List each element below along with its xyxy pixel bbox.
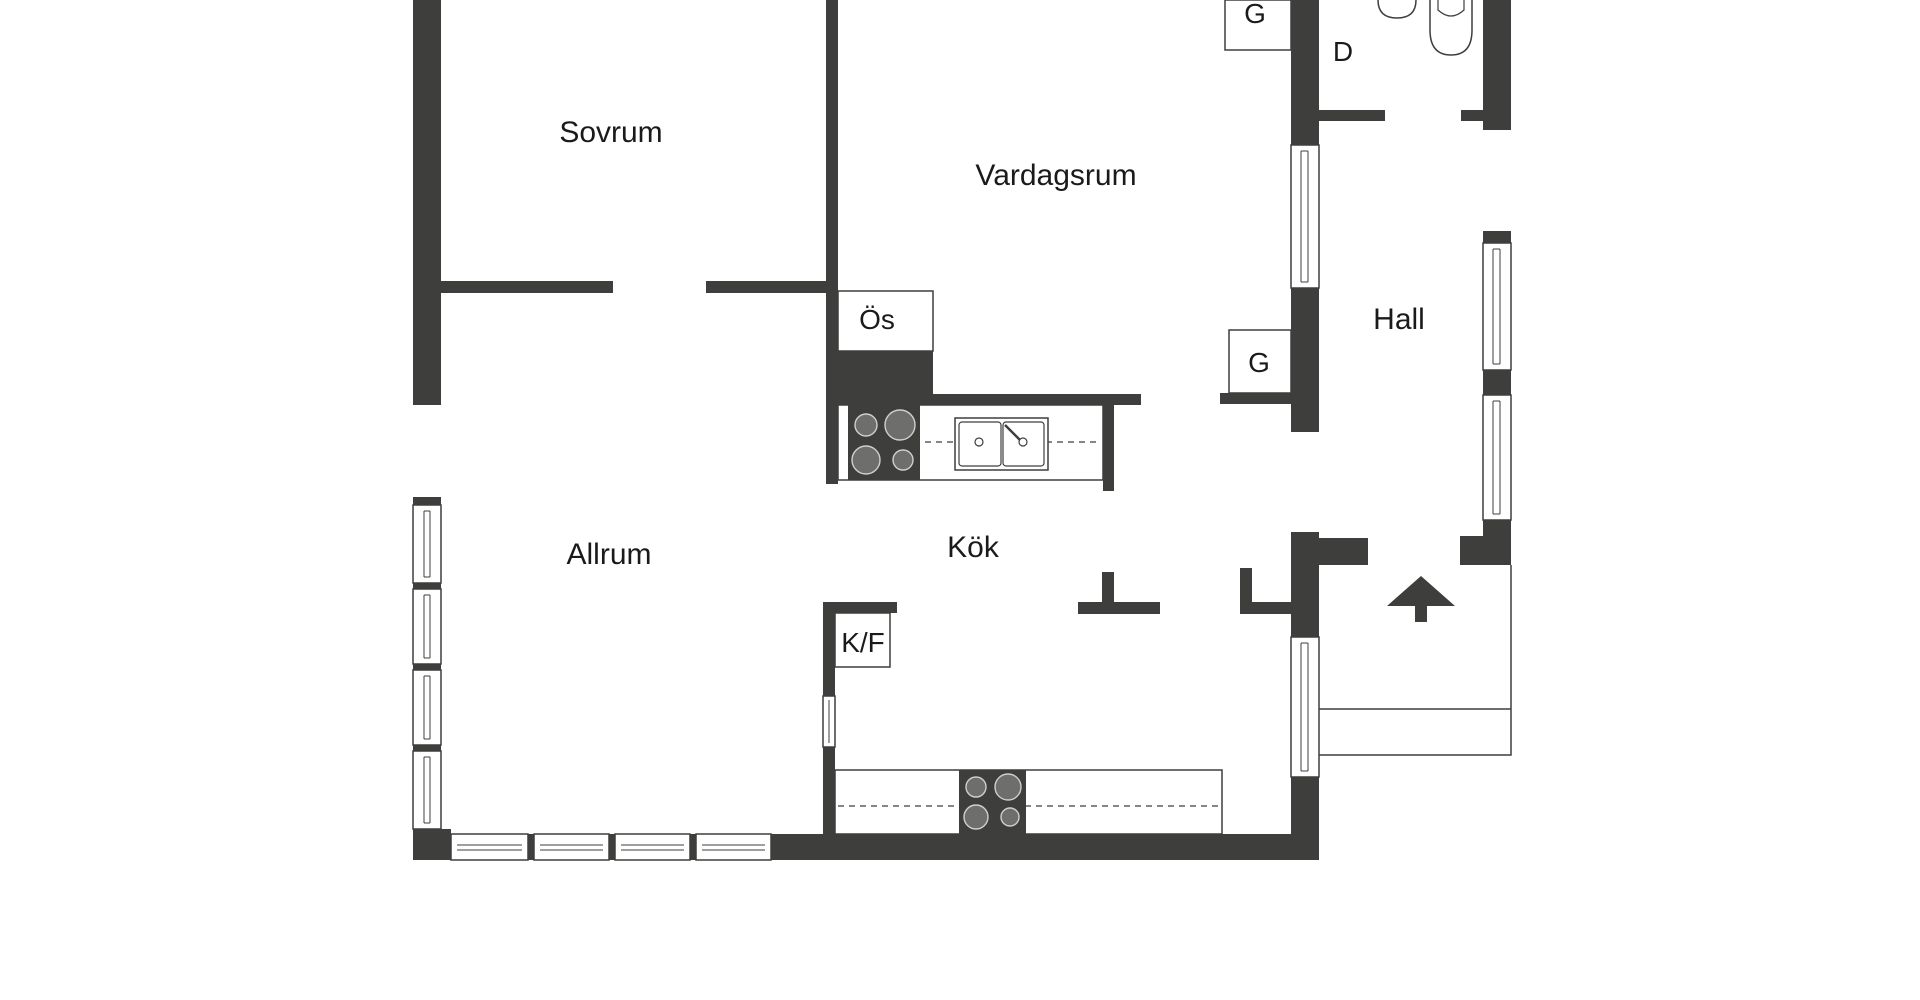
wall-kitchen-stub-v <box>1102 572 1114 614</box>
wall-kf-west-lower <box>823 747 835 859</box>
label-g-wardrobe-top: G <box>1244 0 1266 29</box>
wall-bedroom-east <box>826 0 838 352</box>
wall-kitchen-counter-north <box>826 394 1141 405</box>
wall-kitchen-stub-h <box>1078 602 1160 614</box>
wall-entry-stub-h <box>1240 602 1295 614</box>
wall-corner-southwest <box>413 829 451 860</box>
wall-south <box>771 834 1319 860</box>
window-south-1 <box>450 833 529 861</box>
wall-kitchen-counter-east <box>1103 394 1114 491</box>
wall-bedroom-south-right <box>706 281 828 293</box>
room-label-vardagsrum: Vardagsrum <box>975 159 1136 192</box>
room-label-allrum: Allrum <box>566 538 651 571</box>
window-west-1 <box>412 504 442 584</box>
wall-east-mid <box>1483 370 1511 395</box>
wall-kitchen-counter-west <box>826 394 838 484</box>
window-hall-east-2 <box>1482 394 1512 521</box>
window-kf-west <box>822 695 836 748</box>
label-kf-fridge: K/F <box>841 627 885 658</box>
walls <box>413 0 1511 860</box>
entrance-arrow-icon <box>1387 576 1455 622</box>
room-label-hall: Hall <box>1373 303 1425 336</box>
wall-hall-west <box>1291 288 1319 432</box>
wall-kf-west-upper <box>823 602 835 696</box>
wall-hall-closet-south <box>1220 393 1295 404</box>
wall-bath-west <box>1291 0 1319 145</box>
double-sink-icon <box>954 417 1049 471</box>
porch-outline <box>1319 565 1512 756</box>
stove-icon <box>959 770 1026 834</box>
shaft-box <box>837 290 934 352</box>
wall-kf-north <box>823 602 897 613</box>
toilet-icon <box>1429 0 1473 56</box>
wall-bedroom-south-left <box>441 281 613 293</box>
wall-bath-south-left <box>1319 110 1385 121</box>
wardrobe-top <box>1224 0 1292 51</box>
window-south-3 <box>614 833 691 861</box>
window-west-4 <box>412 750 442 830</box>
window-south-2 <box>533 833 610 861</box>
wall-bath-south-right <box>1461 110 1486 121</box>
counter-bottom <box>834 769 1223 835</box>
label-g-wardrobe-hall: G <box>1248 347 1270 378</box>
wall-entry-west <box>1291 532 1319 637</box>
room-label-kok: Kök <box>947 531 1000 564</box>
fixture-outlines <box>834 0 1512 835</box>
label-os-shaft: Ös <box>859 304 895 335</box>
wall-bath-east <box>1483 0 1511 130</box>
window-south-4 <box>695 833 772 861</box>
wall-east-cap <box>1483 231 1511 243</box>
wardrobe-hall <box>1228 329 1292 394</box>
windows <box>412 144 1512 861</box>
wall-entry-left <box>1315 538 1368 565</box>
label-d-dryer: D <box>1333 36 1353 67</box>
window-hall-east-1 <box>1482 242 1512 371</box>
window-west-3 <box>412 669 442 746</box>
window-kitchen-east <box>1290 636 1320 778</box>
stove-icon <box>848 405 920 480</box>
room-label-sovrum: Sovrum <box>559 116 662 149</box>
wall-shaft-block <box>826 350 933 396</box>
wall-entry-stub-v <box>1240 568 1252 614</box>
wall-west-upper <box>413 0 441 405</box>
window-livingroom-east <box>1290 144 1320 289</box>
sink-basin-icon <box>1377 0 1417 19</box>
fridge-freezer-box <box>834 612 891 668</box>
wall-west-window-cap <box>413 497 441 505</box>
wall-entry-right <box>1460 536 1495 565</box>
window-west-2 <box>412 588 442 665</box>
